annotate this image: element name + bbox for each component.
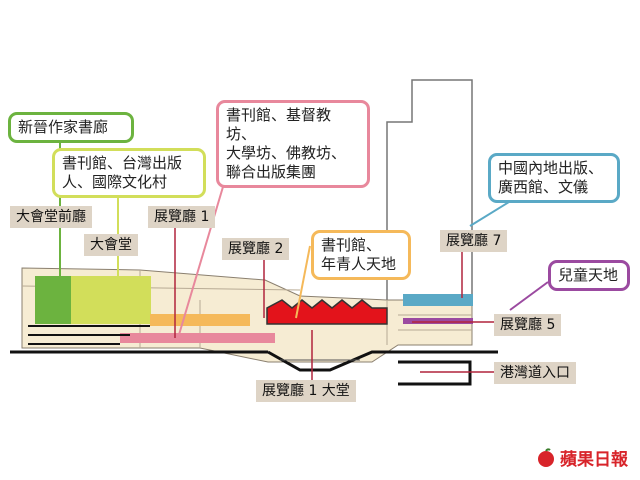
zone-hall2 xyxy=(150,314,250,326)
label-exhibition-hall-5: 展覽廳 5 xyxy=(494,314,562,336)
label-harbour-road-entrance: 港灣道入口 xyxy=(494,362,576,384)
label-exhibition-hall-7: 展覽廳 7 xyxy=(440,230,508,252)
callout-hall-lobby: 書刊館、台灣出版 人、國際文化村 xyxy=(52,148,206,198)
logo-text: 蘋果日報 xyxy=(560,450,628,470)
label-grand-hall: 大會堂 xyxy=(84,234,138,256)
zone-grand-hall xyxy=(71,276,151,324)
callout-xinjin: 新晉作家書廊 xyxy=(8,112,134,143)
label-exhibition-hall-2: 展覽廳 2 xyxy=(222,238,290,260)
label-exhibition-hall-1: 展覽廳 1 xyxy=(148,206,216,228)
zone-hall5 xyxy=(403,318,473,324)
label-grand-hall-foyer: 大會堂前廳 xyxy=(10,206,92,228)
zone-hall7 xyxy=(403,294,473,306)
newspaper-logo: 蘋果日報 xyxy=(536,445,628,470)
apple-icon xyxy=(538,447,554,467)
callout-hall1: 書刊館、基督教坊、 大學坊、佛教坊、 聯合出版集團 xyxy=(216,100,370,188)
label-exhibition-hall-1-lobby: 展覽廳 1 大堂 xyxy=(256,380,356,402)
zone-xinjin xyxy=(35,276,71,324)
callout-hall2: 書刊館、 年青人天地 xyxy=(311,230,411,280)
zone-hall1 xyxy=(120,333,275,343)
tower-outline xyxy=(386,79,473,300)
callout-hall7: 中國內地出版、 廣西館、文儀 xyxy=(488,153,620,203)
callout-hall5: 兒童天地 xyxy=(548,260,630,291)
